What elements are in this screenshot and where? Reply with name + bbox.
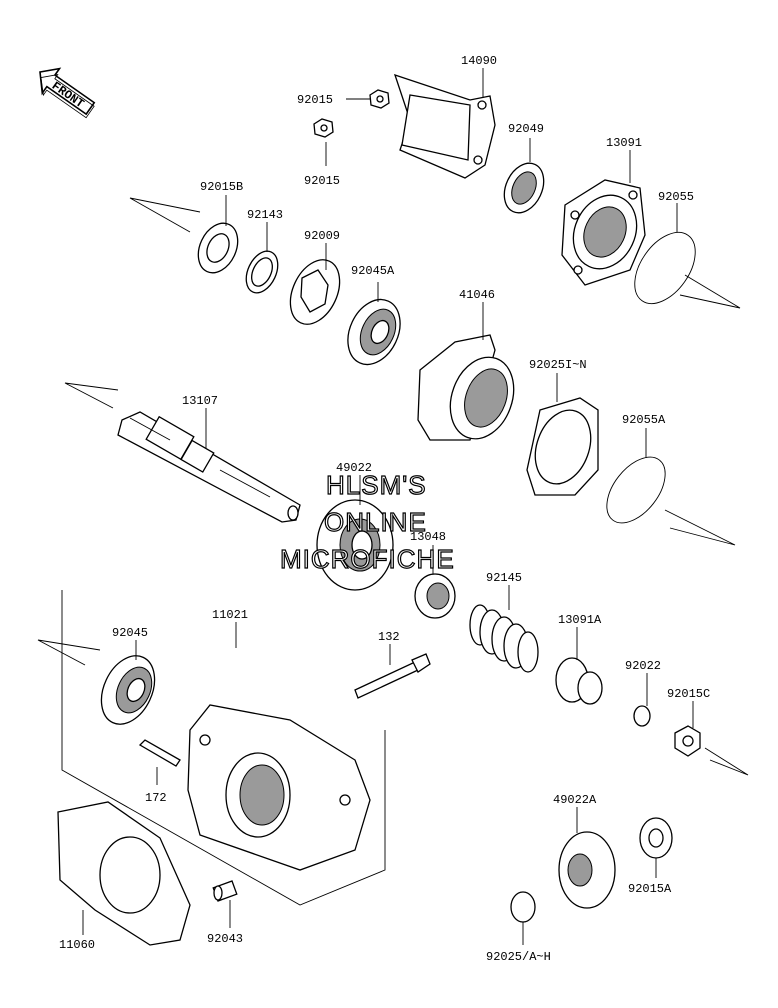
bearing-92045 — [100, 655, 156, 725]
watermark-line-1: HLSM'S — [326, 470, 427, 500]
gear-49022A — [558, 831, 616, 909]
nut-92015A — [639, 817, 673, 859]
oring-92055 — [634, 232, 696, 304]
watermark-line-3: MICROFICHE — [280, 544, 455, 574]
washer-92022 — [633, 705, 651, 727]
front-arrow-icon: FRONT — [39, 67, 96, 119]
washer-92143 — [245, 250, 279, 294]
nut-92015-upper — [369, 89, 390, 109]
part-label[interactable]: 92015C — [667, 687, 710, 701]
seal-92049 — [503, 162, 545, 214]
dowel-92043 — [212, 880, 238, 902]
part-label[interactable]: 13048 — [410, 530, 446, 544]
shim-92025A-H — [510, 891, 536, 923]
coupling-13048 — [414, 573, 456, 619]
leader-lines — [82, 68, 694, 945]
part-label[interactable]: 92009 — [304, 229, 340, 243]
part-label[interactable]: 92049 — [508, 122, 544, 136]
hub-13091A — [555, 657, 603, 705]
part-label[interactable]: 92055 — [658, 190, 694, 204]
shaft-13107 — [117, 411, 301, 523]
part-label[interactable]: 92025/A~H — [486, 950, 551, 964]
housing-41046 — [417, 334, 515, 441]
gearcase-11021 — [187, 704, 371, 871]
oring-92055A — [606, 456, 666, 524]
axis-lines — [37, 197, 749, 776]
spring-92145 — [469, 604, 539, 673]
part-label[interactable]: 92015A — [628, 882, 672, 896]
shim-92009 — [289, 259, 341, 325]
part-labels: 14090 92015 92015 92049 13091 92015B 921… — [59, 54, 710, 964]
part-label[interactable]: 92145 — [486, 571, 522, 585]
gasket-92025I-N — [526, 397, 599, 496]
part-label[interactable]: 49022 — [336, 461, 372, 475]
part-label[interactable]: 132 — [378, 630, 400, 644]
part-label[interactable]: 41046 — [459, 288, 495, 302]
part-label[interactable]: 11021 — [212, 608, 248, 622]
bearing-92045A — [347, 298, 401, 366]
nut-92015C — [674, 725, 701, 757]
watermark: HLSM'S ONLINE MICROFICHE — [279, 469, 455, 574]
part-label[interactable]: 92015 — [304, 174, 340, 188]
part-label[interactable]: 92143 — [247, 208, 283, 222]
gasket-11060 — [57, 801, 191, 946]
part-label[interactable]: 92043 — [207, 932, 243, 946]
part-label[interactable]: 92015B — [200, 180, 243, 194]
part-label[interactable]: 92055A — [622, 413, 666, 427]
gear-49022 — [316, 499, 394, 591]
case-11021-box — [61, 590, 386, 906]
nut-92015B — [197, 222, 239, 274]
cover-14090 — [393, 73, 496, 179]
part-label[interactable]: 13107 — [182, 394, 218, 408]
nut-92015-lower — [313, 118, 334, 138]
stud-172 — [138, 739, 181, 767]
part-label[interactable]: 92045A — [351, 264, 395, 278]
part-label[interactable]: 11060 — [59, 938, 95, 952]
part-label[interactable]: 13091A — [558, 613, 602, 627]
part-label[interactable]: 13091 — [606, 136, 642, 150]
bolt-132 — [354, 653, 431, 699]
part-label[interactable]: 92022 — [625, 659, 661, 673]
part-label[interactable]: 14090 — [461, 54, 497, 68]
part-label[interactable]: 49022A — [553, 793, 597, 807]
part-label[interactable]: 172 — [145, 791, 167, 805]
part-label[interactable]: 92025I~N — [529, 358, 587, 372]
housing-13091 — [561, 179, 646, 286]
part-label[interactable]: 92045 — [112, 626, 148, 640]
watermark-line-2: ONLINE — [324, 507, 427, 537]
part-label[interactable]: 92015 — [297, 93, 333, 107]
